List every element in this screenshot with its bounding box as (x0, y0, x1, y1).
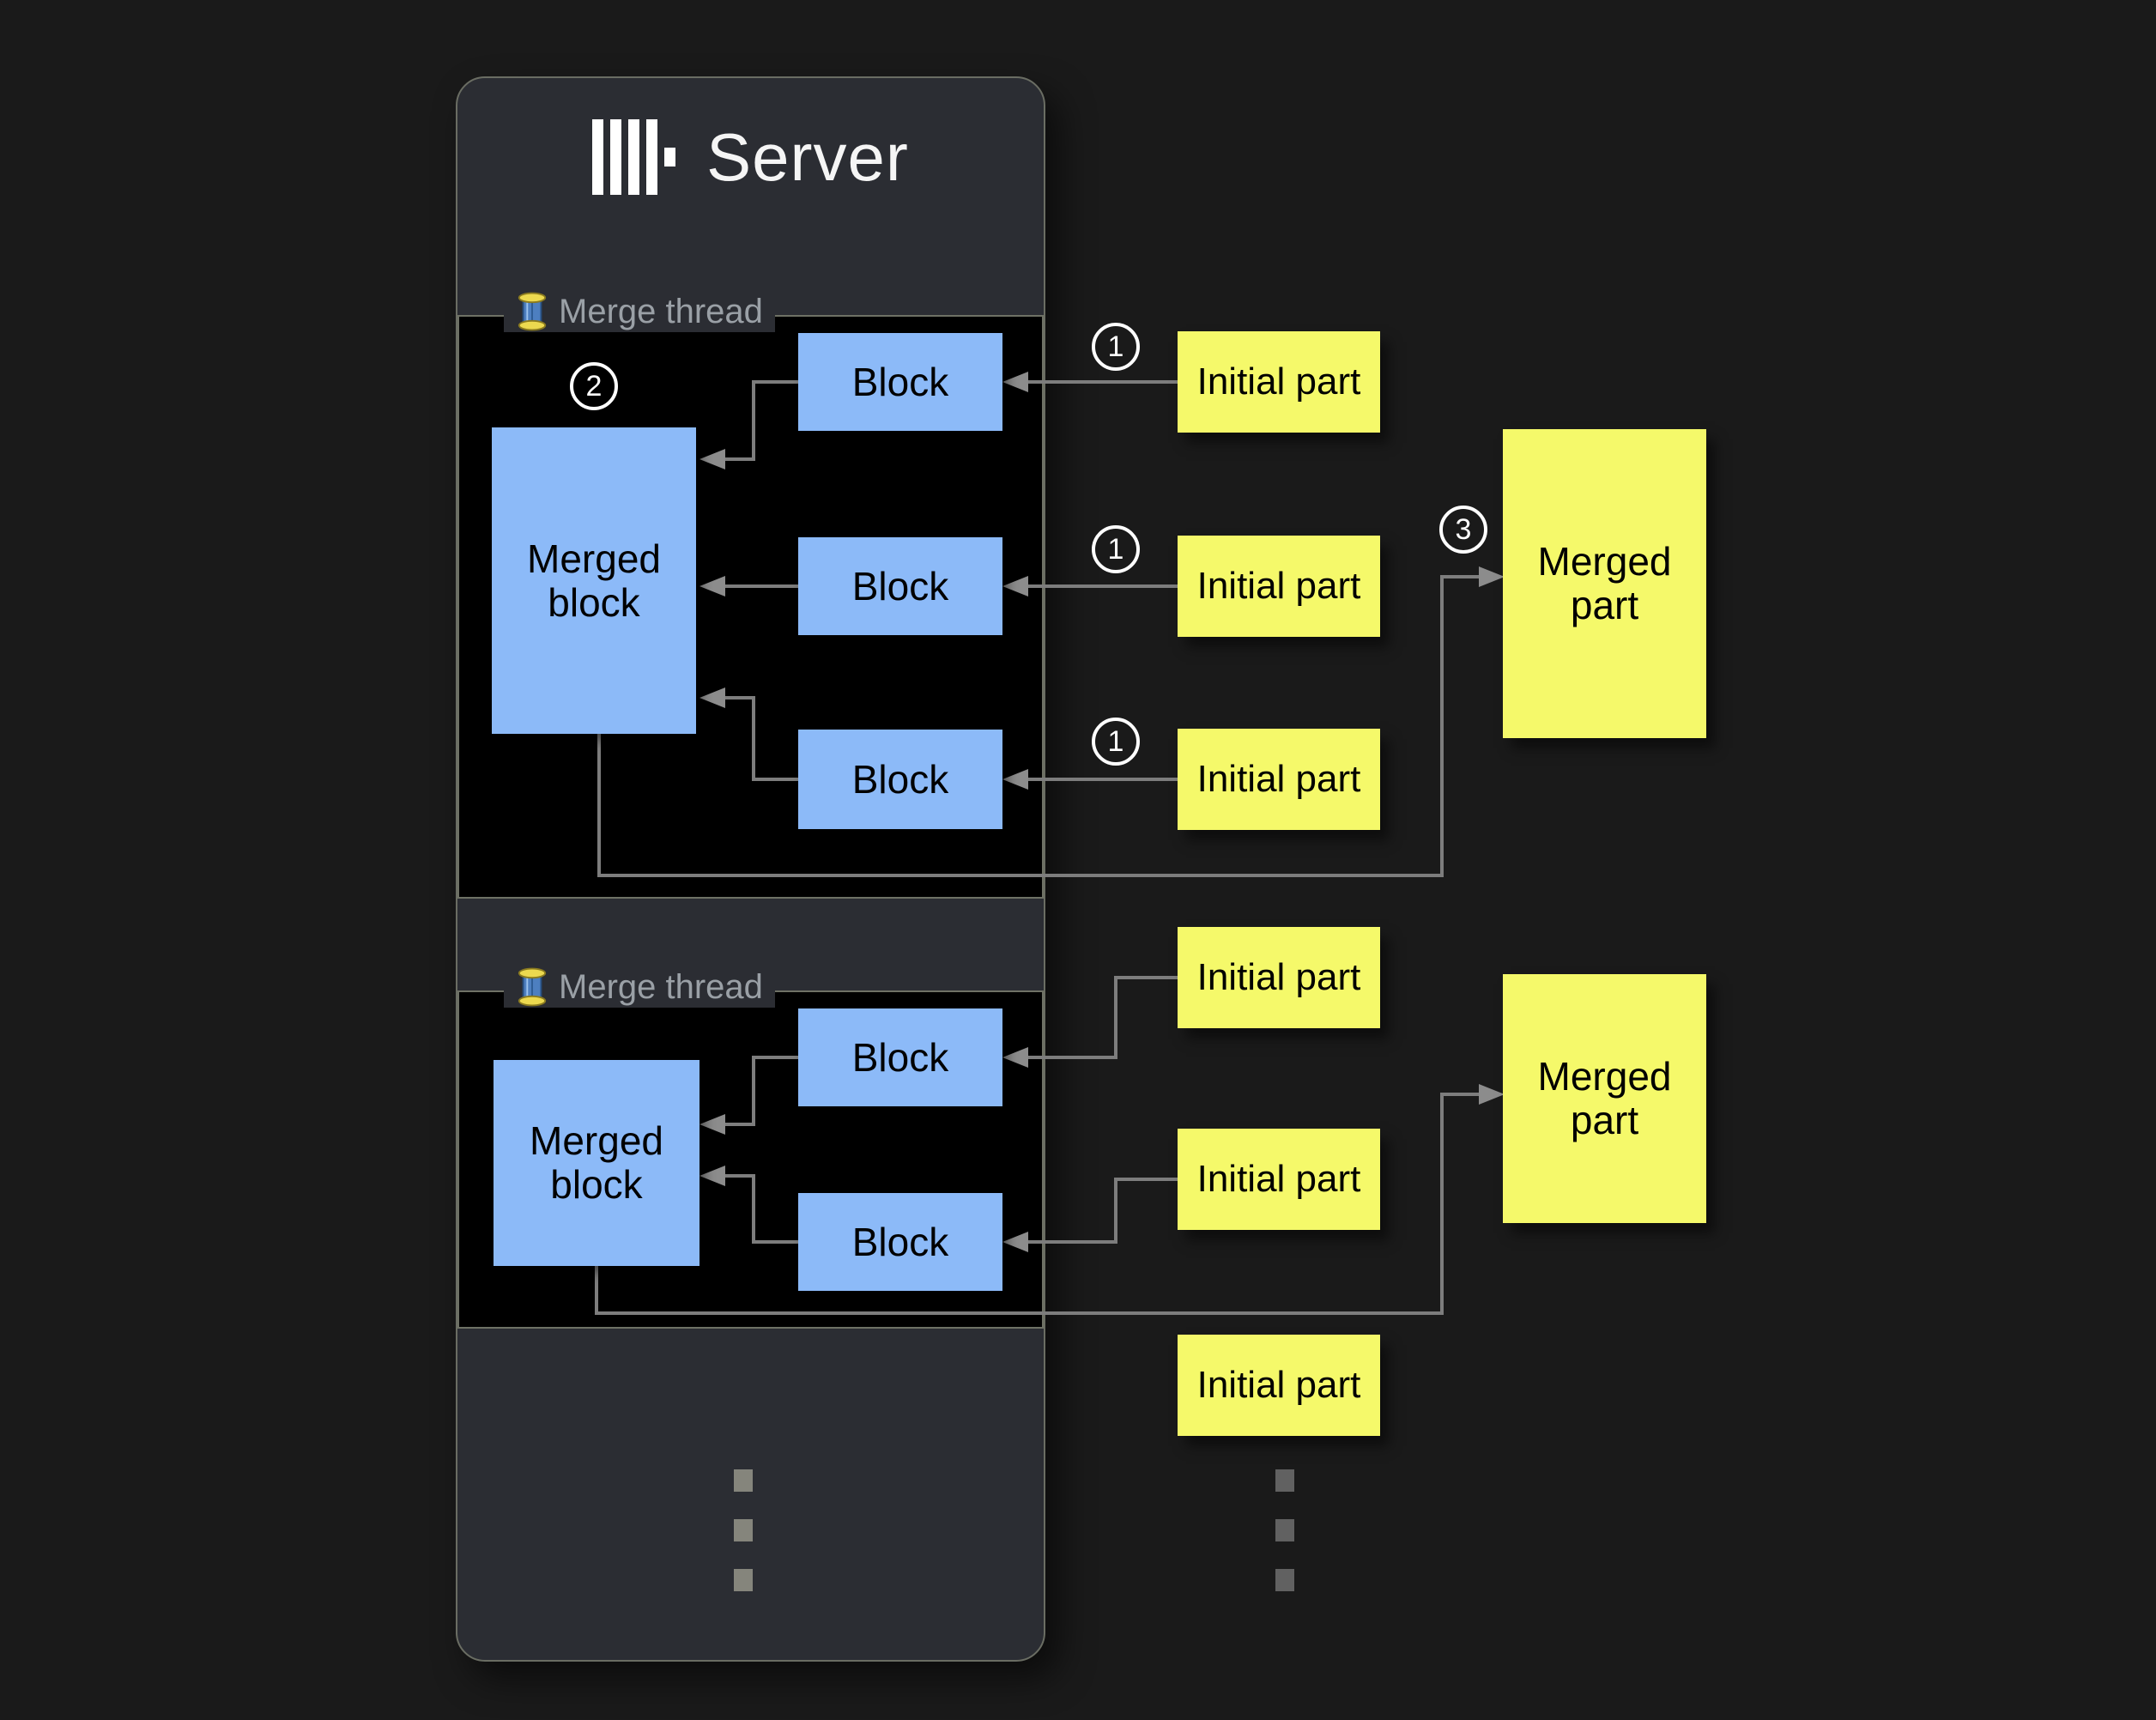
step-1-badge: 1 (1092, 525, 1140, 573)
ellipsis-dot (734, 1569, 753, 1591)
logo-bar (646, 119, 658, 195)
arrow-block2-mergedblock (725, 584, 800, 588)
arrow-mergedblock2-mergedpart2 (595, 1311, 1444, 1315)
arrow-ip4-block4 (1116, 976, 1178, 979)
arrow-block3-mergedblock (754, 778, 800, 781)
arrowhead-ip5-block5 (1002, 1232, 1028, 1252)
thread-spool-icon (518, 967, 547, 1007)
ellipsis-dot (734, 1469, 753, 1492)
arrowhead-ip2-block2 (1002, 576, 1028, 597)
step-1-badge: 1 (1092, 323, 1140, 371)
arrow-mergedblock2-mergedpart2 (595, 1266, 598, 1315)
ellipsis-dot (1275, 1469, 1294, 1492)
step-2-badge: 2 (570, 362, 618, 410)
arrow-ip5-block5 (1027, 1240, 1116, 1244)
arrowhead-mergedblock2-mergedpart2 (1479, 1084, 1505, 1105)
arrowhead-block4-mergedblock2 (699, 1114, 725, 1135)
merge-thread-label: Merge thread (559, 292, 763, 330)
arrow-block5-mergedblock2 (752, 1176, 755, 1244)
logo-bar (592, 119, 604, 195)
arrow-mergedblock-mergedpart (1440, 575, 1444, 877)
arrow-ip1-block1 (1027, 380, 1178, 384)
arrow-mergedblock-mergedpart (597, 734, 601, 877)
arrow-block4-mergedblock2 (754, 1056, 800, 1059)
arrow-block1-mergedblock (752, 380, 755, 461)
ellipsis-dot (1275, 1519, 1294, 1541)
arrowhead-block3-mergedblock (699, 687, 725, 708)
ellipsis-dot (1275, 1569, 1294, 1591)
arrow-ip4-block4 (1027, 1056, 1116, 1059)
arrow-block1-mergedblock (754, 380, 800, 384)
arrow-mergedblock2-mergedpart2 (1444, 1093, 1479, 1096)
arrow-ip5-block5 (1116, 1178, 1178, 1181)
arrowhead-mergedblock-mergedpart (1479, 566, 1505, 587)
merge-thread-legend-2: Merge thread (504, 966, 775, 1008)
arrowhead-ip3-block3 (1002, 769, 1028, 790)
arrow-block3-mergedblock (752, 698, 755, 781)
step-3-badge: 3 (1439, 506, 1487, 554)
merge-thread-legend-1: Merge thread (504, 291, 775, 332)
arrowhead-block2-mergedblock (699, 576, 725, 597)
arrow-block4-mergedblock2 (725, 1123, 755, 1126)
arrow-block5-mergedblock2 (725, 1174, 755, 1178)
arrow-mergedblock-mergedpart (597, 874, 1444, 877)
arrow-block4-mergedblock2 (752, 1056, 755, 1126)
merge-thread-label: Merge thread (559, 967, 763, 1006)
arrow-block3-mergedblock (725, 696, 755, 700)
arrow-mergedblock-mergedpart (1444, 575, 1479, 578)
arrowhead-block5-mergedblock2 (699, 1166, 725, 1186)
arrow-ip2-block2 (1027, 584, 1178, 588)
arrow-block1-mergedblock (725, 457, 755, 461)
arrow-mergedblock2-mergedpart2 (1440, 1093, 1444, 1315)
thread-spool-icon (518, 292, 547, 331)
logo-bar (610, 119, 622, 195)
logo-bar (628, 119, 640, 195)
arrow-ip3-block3 (1027, 778, 1178, 781)
ellipsis-dot (734, 1519, 753, 1541)
arrow-ip5-block5 (1114, 1178, 1117, 1244)
arrow-block5-mergedblock2 (754, 1240, 800, 1244)
logo-dot (664, 148, 676, 167)
clickhouse-logo-icon (592, 119, 676, 195)
arrowhead-ip1-block1 (1002, 372, 1028, 392)
server-title: Server (706, 118, 909, 195)
server-header: Server (457, 114, 1044, 200)
step-1-badge: 1 (1092, 718, 1140, 766)
arrow-ip4-block4 (1114, 976, 1117, 1059)
arrowhead-ip4-block4 (1002, 1047, 1028, 1068)
arrowhead-block1-mergedblock (699, 449, 725, 469)
